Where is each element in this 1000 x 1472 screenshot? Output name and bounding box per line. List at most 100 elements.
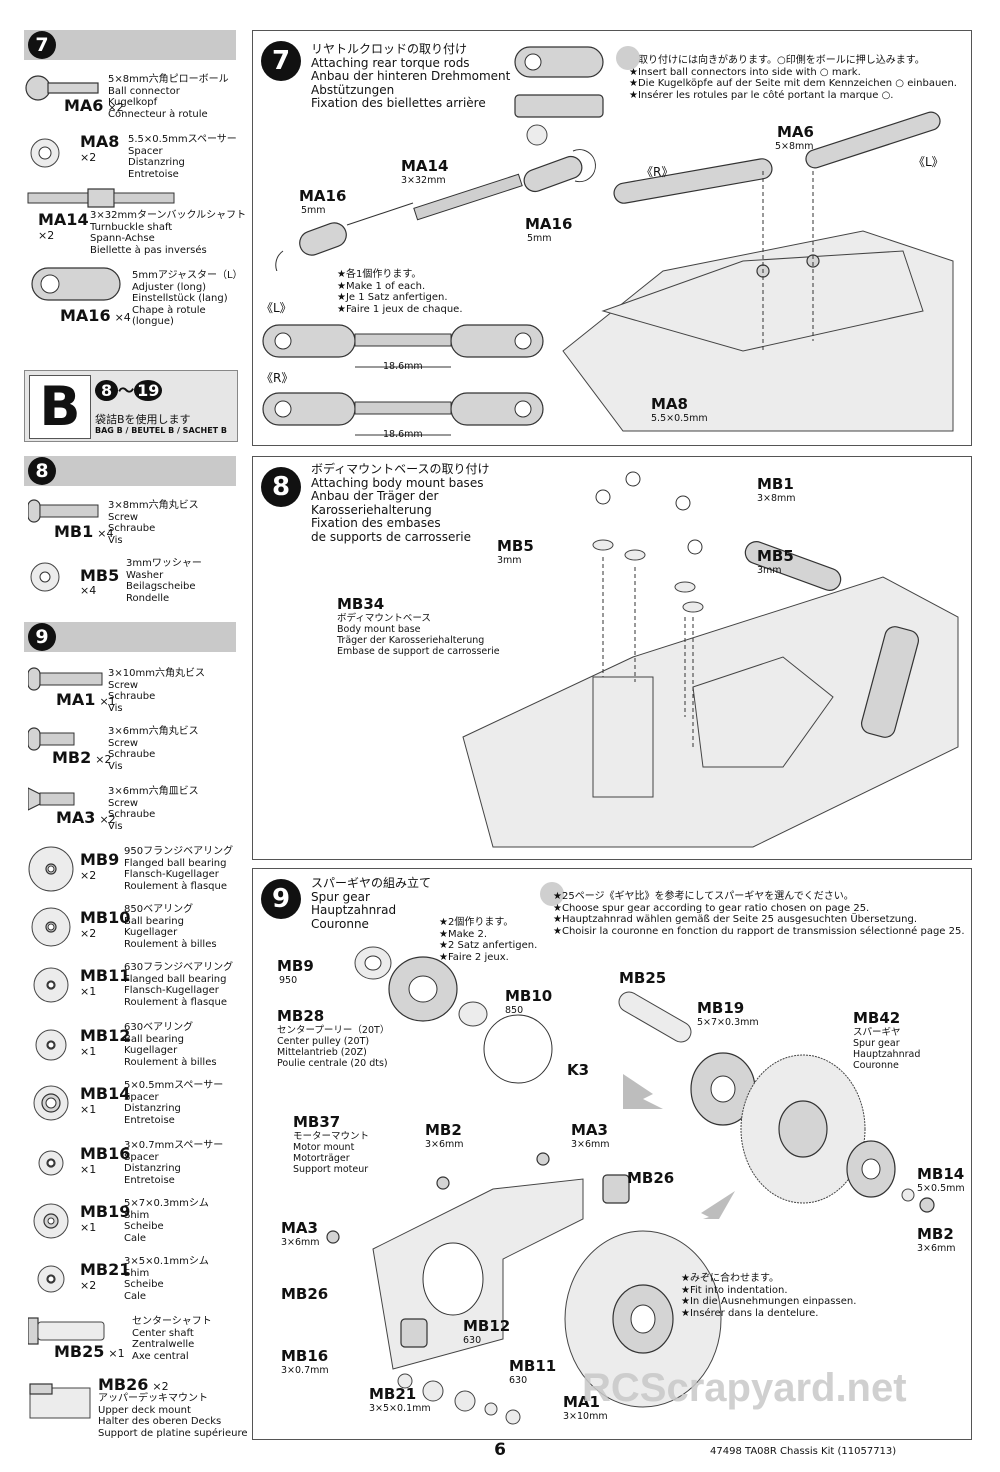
- step-8-header: 8: [24, 456, 236, 486]
- rod-l-label: 《L》: [261, 301, 292, 315]
- page-number: 6: [494, 1440, 506, 1460]
- step-9-number: 9: [28, 623, 56, 651]
- part-mb25-name: センターシャフト Center shaft Zentralwelle Axe c…: [132, 1316, 212, 1362]
- screw-icon: [28, 667, 103, 691]
- upper-deck-mount-icon: [29, 1383, 91, 1419]
- make-each-note: ★各1個作ります。 ★Make 1 of each. ★Je 1 Satz an…: [337, 269, 463, 315]
- ma1-label: MA1: [563, 1393, 600, 1411]
- part-mb16-qty: ×1: [80, 1163, 97, 1176]
- part-ma14-qty: ×2: [38, 229, 55, 242]
- mb2-right-label: MB2: [917, 1225, 954, 1243]
- part-mb9-code: MB9: [80, 850, 120, 869]
- panel-9-number: 9: [261, 879, 301, 919]
- mb28-label: MB28: [277, 1007, 325, 1025]
- part-mb14-code: MB14: [80, 1084, 131, 1103]
- part-mb1-name: 3×8mm六角丸ビス Screw Schraube Vis: [108, 500, 199, 546]
- ma3-top-label: MA3: [571, 1121, 608, 1139]
- step-9-header: 9: [24, 622, 236, 652]
- mb9-label: MB9: [277, 957, 314, 975]
- kit-reference: 47498 TA08R Chassis Kit (11057713): [710, 1446, 897, 1457]
- k3-label: K3: [567, 1061, 590, 1079]
- panel-8-title: ボディマウントベースの取り付け Attaching body mount bas…: [311, 462, 490, 544]
- part-mb16-code: MB16: [80, 1144, 131, 1163]
- body-mount-drawing: [462, 471, 959, 848]
- part-mb14-name: 5×0.5mmスペーサー Spacer Distanzring Entretoi…: [124, 1080, 224, 1126]
- shim-icon: [33, 1203, 69, 1239]
- center-pulley-drawing: [354, 946, 553, 1084]
- mb12-label: MB12: [463, 1317, 511, 1335]
- ma8-label: MA8: [651, 395, 688, 413]
- rod-r-dimension: 18.6mm: [383, 429, 423, 440]
- part-mb11-qty: ×1: [80, 985, 97, 998]
- panel-7-number: 7: [261, 41, 301, 81]
- panel-7-note: ★取り付けには向きがあります。○印側をボールに押し込みます。 ★Insert b…: [629, 55, 957, 101]
- part-ma3-name: 3×6mm六角皿ビス Screw Schraube Vis: [108, 786, 199, 832]
- mb26-left-label: MB26: [281, 1285, 329, 1303]
- part-mb5-qty: ×4: [80, 584, 97, 597]
- panel-7-title: リヤトルクロッドの取り付け Attaching rear torque rods…: [311, 42, 511, 110]
- part-ma3-code: MA3×2: [56, 808, 116, 827]
- rod-l-drawing: [262, 324, 544, 368]
- part-mb11-name: 630フランジベアリング Flanged ball bearing Flansc…: [124, 962, 234, 1008]
- step-7-number: 7: [28, 31, 56, 59]
- part-mb9-qty: ×2: [80, 869, 97, 882]
- ma6-size: 5×8mm: [775, 141, 814, 152]
- bearing-icon: [28, 846, 74, 892]
- part-mb12-name: 630ベアリング Ball bearing Kugellager Rouleme…: [124, 1022, 217, 1068]
- ma16-left-label: MA16: [299, 187, 347, 205]
- part-mb21-code: MB21: [80, 1260, 131, 1279]
- part-mb9-name: 950フランジベアリング Flanged ball bearing Flansc…: [124, 846, 234, 892]
- ma3-left-label: MA3: [281, 1219, 318, 1237]
- part-mb5-name: 3mmワッシャー Washer Beilagscheibe Rondelle: [126, 558, 202, 604]
- panel-8-number: 8: [261, 467, 301, 507]
- mb5-right-size: 3mm: [757, 565, 782, 576]
- step-7-panel: 7 リヤトルクロッドの取り付け Attaching rear torque ro…: [252, 30, 972, 446]
- mb14-label: MB14: [917, 1165, 965, 1183]
- arrow-icon: [701, 1191, 735, 1219]
- mb19-label: MB19: [697, 999, 745, 1017]
- part-mb10-code: MB10: [80, 908, 131, 927]
- ma14-label: MA14: [401, 157, 449, 175]
- chassis-r-label: 《R》: [641, 165, 674, 179]
- part-mb11-code: MB11: [80, 966, 131, 985]
- ball-connector-icon: [25, 75, 99, 101]
- mb1-size: 3×8mm: [757, 493, 796, 504]
- shim-icon: [33, 1085, 69, 1121]
- motor-mount-drawing: [326, 1152, 722, 1425]
- watermark: RCScrapyard.net: [582, 1366, 907, 1410]
- panel-9-title: スパーギヤの組み立て Spur gear Hauptzahnrad Couron…: [311, 876, 432, 931]
- step-8-panel: 8 ボディマウントベースの取り付け Attaching body mount b…: [252, 456, 972, 860]
- mb16-label: MB16: [281, 1347, 329, 1365]
- bag-sub: BAG B / BEUTEL B / SACHET B: [95, 426, 228, 435]
- shim-icon: [37, 1265, 65, 1293]
- mb16-size: 3×0.7mm: [281, 1365, 329, 1376]
- washer-icon: [30, 562, 60, 592]
- part-mb12-qty: ×1: [80, 1045, 97, 1058]
- bearing-icon: [31, 907, 71, 947]
- spacer-icon: [30, 138, 60, 168]
- ma1-size: 3×10mm: [563, 1411, 608, 1422]
- step-7-header: 7: [24, 30, 236, 60]
- mb9-size: 950: [279, 975, 298, 986]
- ball-connector-orientation-icon: [514, 46, 604, 146]
- mb25-label: MB25: [619, 969, 667, 987]
- part-mb2-name: 3×6mm六角丸ビス Screw Schraube Vis: [108, 726, 199, 772]
- part-ma8-code: MA8: [80, 132, 120, 151]
- step-8-number: 8: [28, 457, 56, 485]
- mb5-left-label: MB5: [497, 537, 534, 555]
- screw-icon: [28, 727, 75, 751]
- ma16-right-size: 5mm: [527, 233, 552, 244]
- bag-text: 袋詰Bを使用します: [95, 413, 191, 426]
- mb34-name: ボディマウントベース Body mount base Träger der Ka…: [337, 613, 500, 657]
- part-mb2-code: MB2×2: [52, 748, 112, 767]
- step-9-panel: 9 スパーギヤの組み立て Spur gear Hauptzahnrad Cour…: [252, 868, 972, 1440]
- mb11-label: MB11: [509, 1357, 557, 1375]
- turnbuckle-assembly-drawing: [275, 149, 596, 271]
- fit-indentation-note: ★みぞに合わせます。 ★Fit into indentation. ★In di…: [681, 1273, 857, 1319]
- ma6-label: MA6: [777, 123, 814, 141]
- mb2-label: MB2: [425, 1121, 462, 1139]
- ma14-size: 3×32mm: [401, 175, 446, 186]
- chassis-l-label: 《L》: [913, 155, 944, 169]
- ma3-left-size: 3×6mm: [281, 1237, 320, 1248]
- ma16-left-size: 5mm: [301, 205, 326, 216]
